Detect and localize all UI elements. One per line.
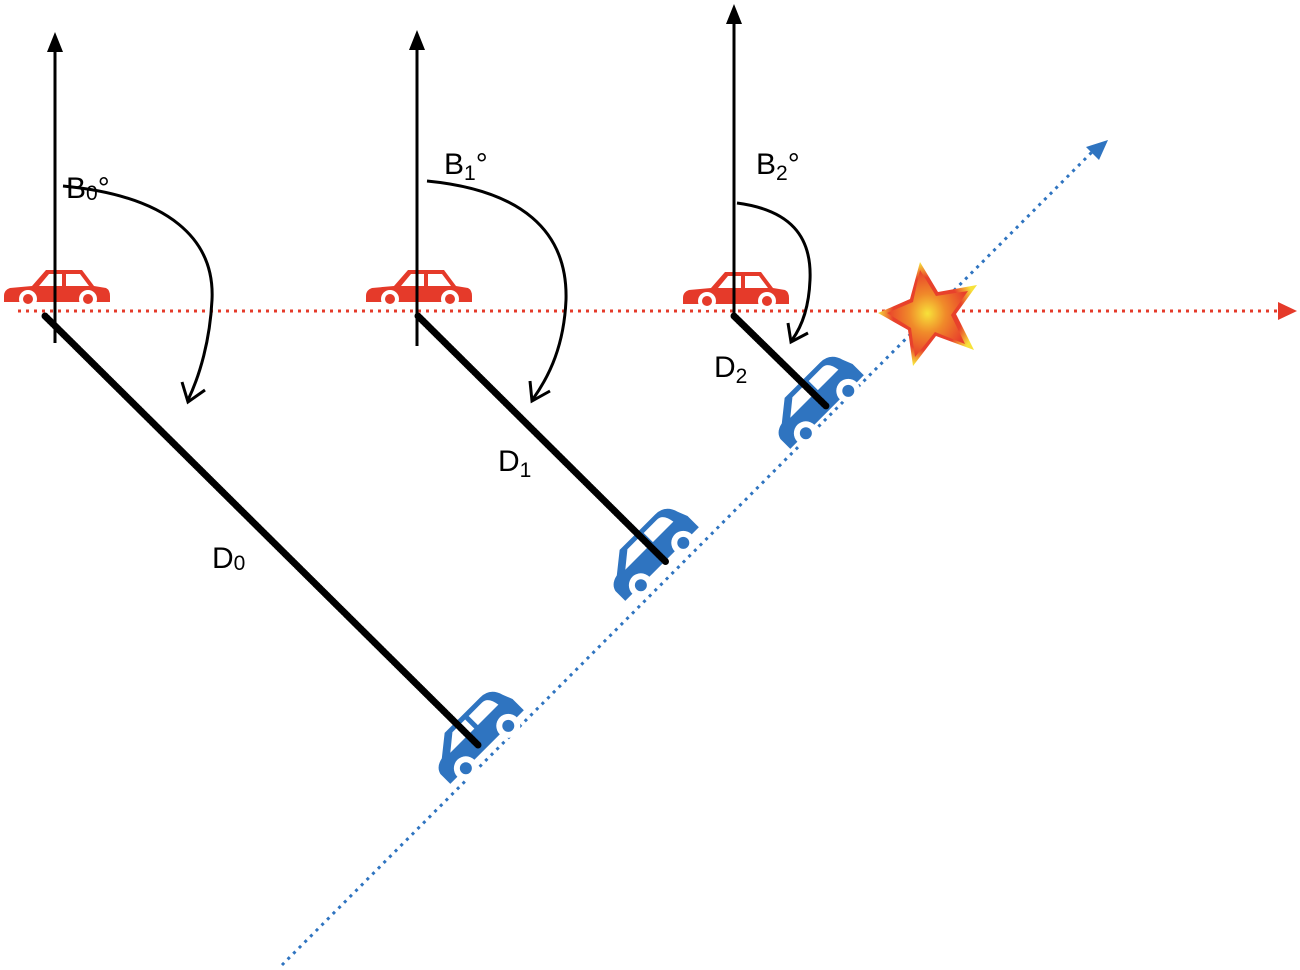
label-d1: D1 — [498, 445, 531, 482]
bearing-arc-0 — [62, 184, 214, 405]
label-b0: B0° — [66, 172, 110, 205]
north-arrow-2 — [726, 4, 742, 313]
label-d2: D2 — [714, 351, 747, 388]
red-car-1 — [366, 270, 472, 308]
blue-car-0 — [438, 691, 524, 784]
blue-track-arrowhead — [1086, 140, 1108, 160]
north-arrow-1 — [409, 30, 425, 346]
distance-line-1 — [414, 312, 670, 566]
label-b2: B2° — [756, 148, 800, 185]
bearing-arc-1 — [426, 179, 568, 404]
label-b1: B1° — [444, 148, 488, 185]
label-d0: D0 — [212, 542, 245, 575]
red-track-arrowhead — [1278, 302, 1297, 320]
collision-burst-icon — [878, 262, 977, 366]
distance-line-2 — [730, 312, 830, 410]
red-car-2 — [683, 272, 789, 310]
distance-line-0 — [41, 312, 482, 749]
north-arrow-0 — [47, 32, 63, 343]
blue-car-1 — [613, 508, 699, 601]
blue-track — [280, 140, 1108, 967]
red-car-0 — [4, 270, 110, 308]
bearing-arc-2 — [736, 201, 812, 345]
red-track — [18, 302, 1297, 320]
